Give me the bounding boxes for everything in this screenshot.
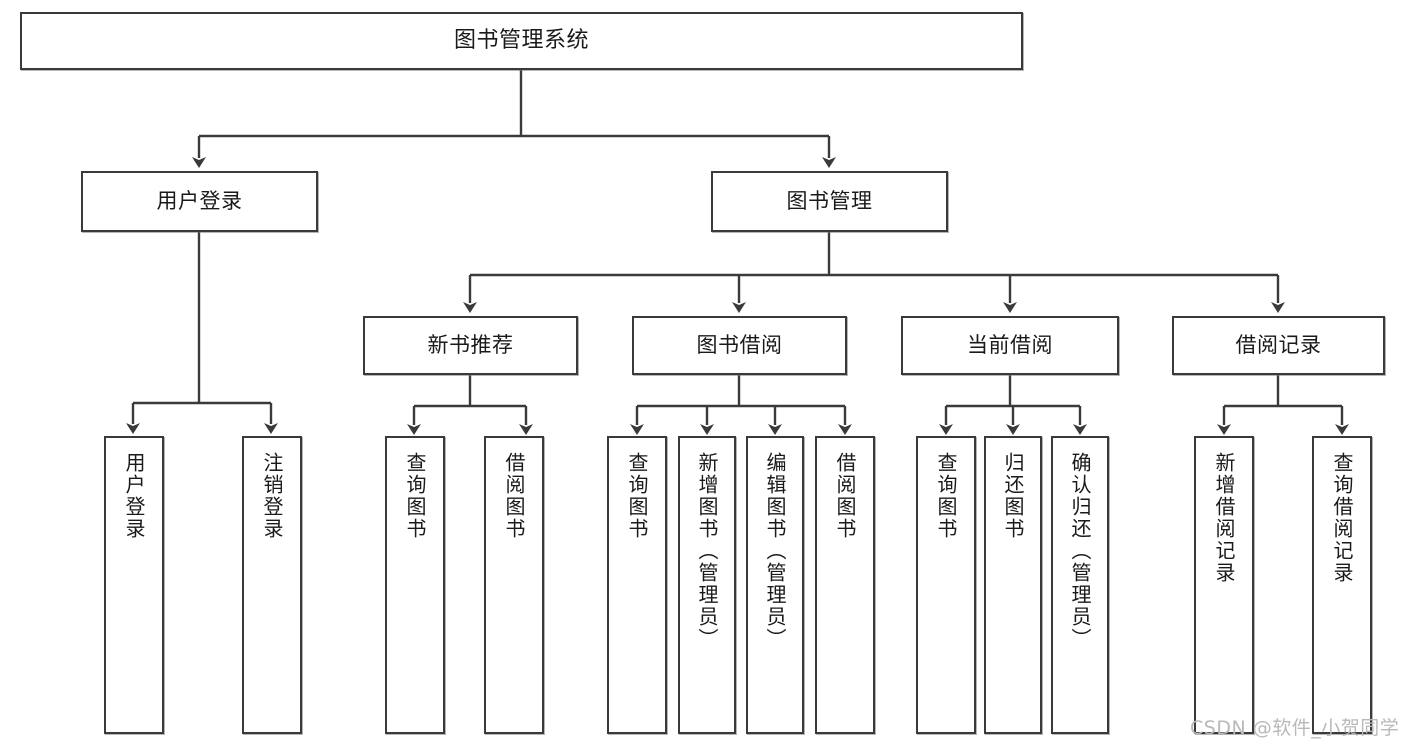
leaf-borrow-book-recommendation[interactable]: 借阅图书 [484, 436, 544, 734]
leaf-add-book-admin[interactable]: 新增图书（管理员） [678, 436, 736, 734]
leaf-borrow-book[interactable]: 借阅图书 [815, 436, 875, 734]
node-label: 新书推荐 [427, 332, 514, 357]
node-book-management[interactable]: 图书管理 [711, 171, 948, 232]
leaf-user-login[interactable]: 用户登录 [104, 436, 164, 734]
leaf-confirm-return-admin[interactable]: 确认归还（管理员） [1051, 436, 1109, 734]
node-borrow-record[interactable]: 借阅记录 [1172, 316, 1385, 375]
node-label: 借阅图书 [502, 452, 526, 540]
node-label: 借阅图书 [833, 452, 857, 540]
node-label: 查询图书 [625, 452, 649, 540]
leaf-edit-book-admin[interactable]: 编辑图书（管理员） [746, 436, 804, 734]
node-label: 新增图书（管理员） [695, 452, 719, 650]
watermark-credit: CSDN @软件_小贺同学 [1190, 717, 1400, 739]
leaf-logout[interactable]: 注销登录 [242, 436, 302, 734]
node-current-borrow[interactable]: 当前借阅 [901, 316, 1119, 375]
node-label: 当前借阅 [967, 332, 1053, 357]
leaf-add-borrow-record[interactable]: 新增借阅记录 [1194, 436, 1254, 734]
node-label: 用户登录 [122, 452, 146, 540]
leaf-query-borrow-record[interactable]: 查询借阅记录 [1312, 436, 1372, 734]
node-label: 借阅记录 [1235, 332, 1322, 357]
node-label: 图书管理系统 [453, 27, 589, 53]
node-root-book-management-system[interactable]: 图书管理系统 [20, 12, 1023, 70]
node-label: 归还图书 [1001, 452, 1025, 540]
node-label: 用户登录 [156, 188, 243, 213]
node-label: 新增借阅记录 [1212, 452, 1236, 584]
node-label: 注销登录 [260, 452, 284, 540]
leaf-query-book-borrow[interactable]: 查询图书 [607, 436, 667, 734]
node-book-borrow[interactable]: 图书借阅 [632, 316, 847, 375]
node-user-login[interactable]: 用户登录 [81, 171, 318, 232]
node-label: 编辑图书（管理员） [763, 452, 787, 650]
leaf-query-book-recommendation[interactable]: 查询图书 [385, 436, 445, 734]
node-label: 查询图书 [403, 452, 427, 540]
node-new-book-recommendation[interactable]: 新书推荐 [363, 316, 578, 375]
node-label: 查询图书 [934, 452, 958, 540]
node-label: 图书借阅 [696, 332, 783, 357]
node-label: 确认归还（管理员） [1068, 452, 1092, 650]
leaf-return-book[interactable]: 归还图书 [984, 436, 1042, 734]
node-label: 图书管理 [786, 188, 873, 213]
node-label: 查询借阅记录 [1330, 452, 1354, 584]
leaf-query-book-current[interactable]: 查询图书 [916, 436, 976, 734]
